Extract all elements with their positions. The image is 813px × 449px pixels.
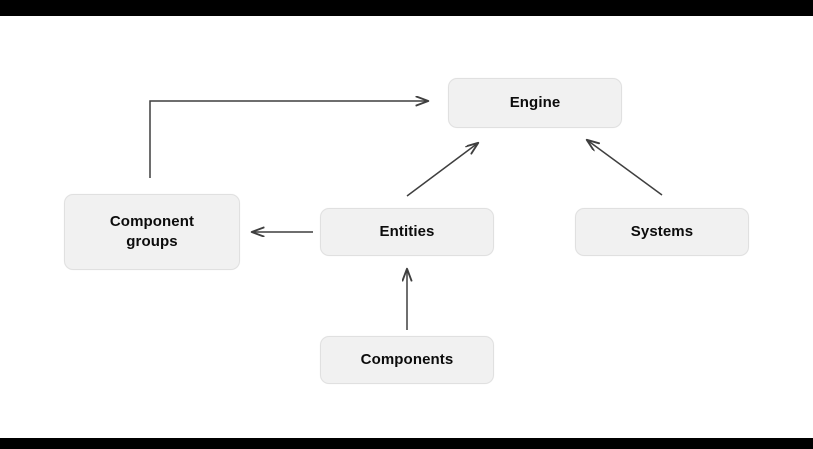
letterbox-top-bar xyxy=(0,0,813,16)
node-entities[interactable]: Entities xyxy=(320,208,494,256)
letterbox-bottom-bar xyxy=(0,438,813,449)
node-component-groups[interactable]: Component groups xyxy=(64,194,240,270)
node-systems-label: Systems xyxy=(630,223,694,241)
node-component-groups-label-line1: Component xyxy=(109,213,195,231)
node-component-groups-label: Component groups xyxy=(110,212,194,252)
edge-component-groups-to-engine xyxy=(149,101,428,178)
edge-systems-to-engine xyxy=(587,140,663,196)
node-engine-label: Engine xyxy=(509,94,561,112)
edge-entities-to-engine xyxy=(406,143,478,197)
node-engine[interactable]: Engine xyxy=(448,78,622,128)
node-components-label: Components xyxy=(360,351,454,369)
node-entities-label: Entities xyxy=(379,223,435,241)
diagram-canvas: Engine Component groups Entities Systems… xyxy=(0,16,813,438)
node-systems[interactable]: Systems xyxy=(575,208,749,256)
node-component-groups-label-line2: groups xyxy=(126,233,178,250)
node-components[interactable]: Components xyxy=(320,336,494,384)
